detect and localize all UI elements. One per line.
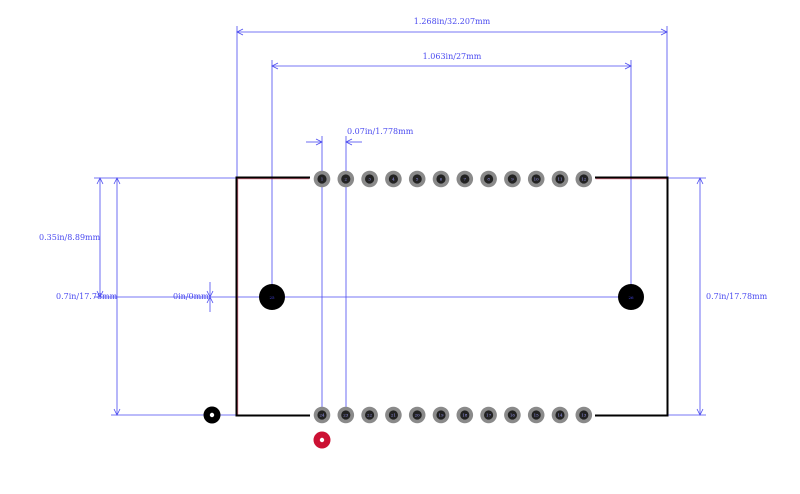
mount-hole-left-label: 25 <box>269 295 275 300</box>
pad-label: 22 <box>367 413 373 418</box>
row-spacing-right-label: 0.7in/17.78mm <box>706 292 768 301</box>
top-pad: 12 <box>575 170 593 188</box>
pad-label: 2 <box>345 177 348 182</box>
pad-label: 12 <box>581 177 587 182</box>
dimension-lines <box>94 26 706 416</box>
pad-label: 5 <box>416 177 419 182</box>
pad-label: 6 <box>440 177 443 182</box>
pin1-indicator <box>203 406 221 424</box>
row-spacing-left-label: 0.7in/17.78mm <box>56 292 118 301</box>
pad-label: 7 <box>464 177 467 182</box>
mount-hole-right-label: 26 <box>628 295 634 300</box>
top-pad: 1 <box>313 170 331 188</box>
overall-width-label: 1.268in/32.207mm <box>414 17 491 26</box>
pad-label: 18 <box>462 413 468 418</box>
top-pad: 9 <box>504 170 521 188</box>
bottom-pad: 18 <box>456 406 474 424</box>
bottom-pad: 21 <box>385 406 402 424</box>
bottom-pad: 14 <box>551 406 569 424</box>
dimension-labels: 1.268in/32.207mm 1.063in/27mm 0.07in/1.7… <box>39 17 768 301</box>
bottom-pad-row: 24 23 22 21 20 19 18 17 16 15 14 13 <box>313 406 593 424</box>
top-pad: 3 <box>361 170 378 188</box>
pin-pitch-label: 0.07in/1.778mm <box>347 127 414 136</box>
pad-label: 21 <box>391 413 396 418</box>
pad-label: 16 <box>510 413 516 418</box>
bottom-pad: 23 <box>337 406 355 424</box>
pad-label: 14 <box>557 413 563 418</box>
pad-label: 3 <box>368 177 371 182</box>
mount-hole-left: 25 <box>259 284 285 310</box>
pad-label: 13 <box>581 413 587 418</box>
bottom-pad: 16 <box>504 406 521 424</box>
bottom-pad: 22 <box>361 406 378 424</box>
top-pad: 10 <box>527 170 545 188</box>
pad-label: 11 <box>557 177 562 182</box>
pad-label: 8 <box>487 177 490 182</box>
center-offset-label: 0in/0mm <box>173 292 209 301</box>
mount-hole-right: 26 <box>618 284 644 310</box>
top-pad: 5 <box>408 170 426 188</box>
top-pad: 11 <box>551 170 569 188</box>
pad-label: 19 <box>438 413 444 418</box>
top-pad: 4 <box>385 170 402 188</box>
top-pad: 6 <box>432 170 450 188</box>
top-pad: 2 <box>337 170 355 188</box>
bottom-pad: 20 <box>408 406 426 424</box>
pad-label: 4 <box>392 177 395 182</box>
component-outline <box>235 176 669 417</box>
pad-label: 15 <box>534 413 540 418</box>
bottom-pad: 19 <box>432 406 450 424</box>
origin-marker <box>313 431 331 449</box>
pad-label: 20 <box>415 413 421 418</box>
pad-label: 23 <box>343 413 349 418</box>
bottom-pad: 13 <box>575 406 593 424</box>
pad-label: 1 <box>321 177 324 182</box>
bottom-pad: 24 <box>313 406 331 424</box>
half-height-label: 0.35in/8.89mm <box>39 233 101 242</box>
pad-label: 24 <box>319 413 325 418</box>
top-pad: 7 <box>456 170 474 188</box>
bottom-pad: 15 <box>527 406 545 424</box>
pad-label: 17 <box>486 413 492 418</box>
pad-label: 9 <box>511 177 514 182</box>
pad-label: 10 <box>534 177 540 182</box>
bottom-pad: 17 <box>480 406 497 424</box>
mount-spacing-label: 1.063in/27mm <box>423 52 482 61</box>
top-pad: 8 <box>480 170 497 188</box>
